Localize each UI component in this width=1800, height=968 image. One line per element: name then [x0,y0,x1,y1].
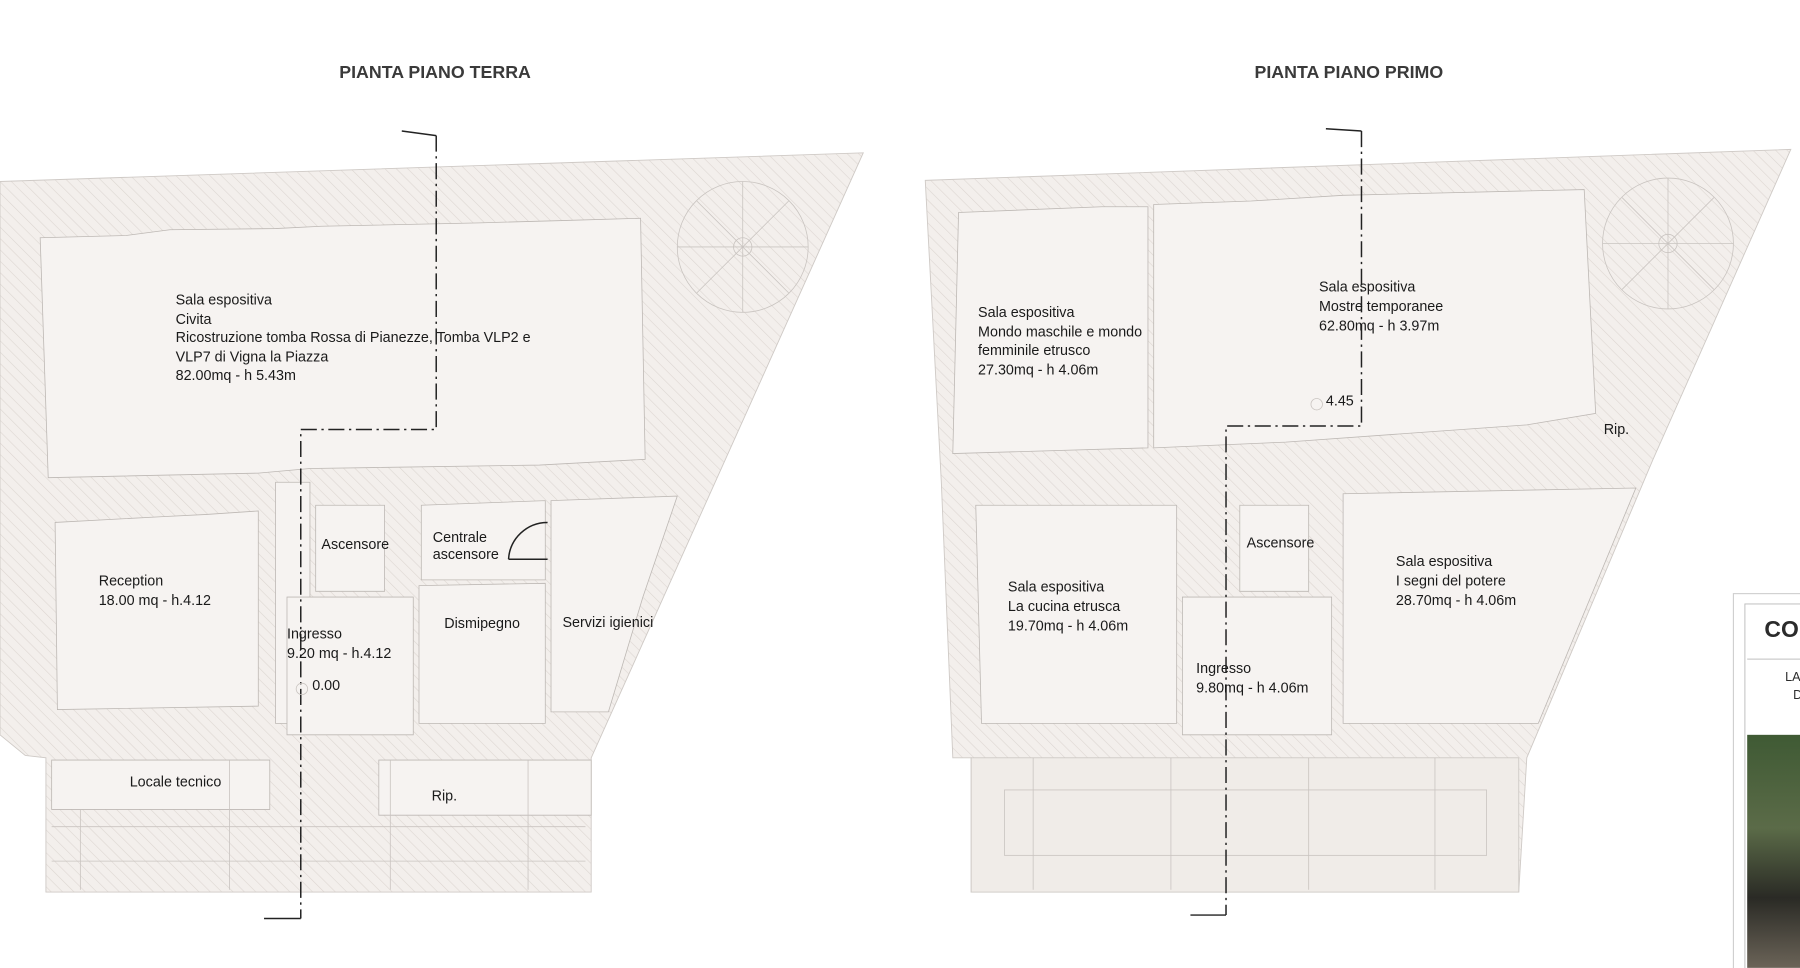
first-floor-terrace [970,757,1520,893]
room-sala-mostre [1153,189,1597,449]
label-level-0: 0.00 [312,678,340,694]
label-reception-area: 18.00 mq - h.4.12 [99,593,211,609]
label-sala-potere-3: 28.70mq - h 4.06m [1396,593,1516,609]
label-locale-tecnico: Locale tecnico [130,774,222,790]
label-sala-civita-1: Sala espositiva [176,292,272,308]
first-floor-title: PIANTA PIANO PRIMO [1255,62,1444,82]
room-rip [378,759,592,816]
first-floor-labels: Sala espositiva Mondo maschile e mondo f… [978,280,1629,697]
label-ascensore-1: Ascensore [1247,536,1315,552]
ground-floor-title: PIANTA PIANO TERRA [339,62,531,82]
room-locale-tecnico [51,759,271,810]
first-floor-plan [924,127,1792,916]
label-sala-mostre-2: Mostre temporanee [1319,299,1443,315]
label-sala-civita-4: VLP7 di Vigna la Piazza [176,350,329,366]
label-ascensore: Ascensore [321,537,389,553]
section-arrow-top-1 [1325,127,1362,132]
label-sala-mondo-3: femminile etrusco [978,343,1090,359]
label-sala-mondo-2: Mondo maschile e mondo [978,324,1142,340]
room-ingresso [286,596,414,736]
level-marker-icon [295,682,309,696]
label-centrale-1: Centrale [433,530,487,546]
room-sala-mondo [952,206,1149,454]
label-sala-civita-5: 82.00mq - h 5.43m [176,368,296,384]
spiral-stair-icon [676,181,809,313]
label-servizi: Servizi igienici [563,615,654,631]
stair-treads [51,760,586,890]
label-sala-mostre-1: Sala espositiva [1319,280,1415,296]
room-reception [54,510,259,710]
label-sala-civita-3: Ricostruzione tomba Rossa di Pianezze, T… [176,330,531,346]
label-ingresso-area-1: 9.80mq - h 4.06m [1196,680,1308,696]
title-block-heading: CO [1764,616,1798,642]
label-rip: Rip. [432,788,457,804]
room-centrale-ascensore [420,500,546,581]
label-sala-cucina-3: 19.70mq - h 4.06m [1008,618,1128,634]
label-sala-mondo-1: Sala espositiva [978,305,1074,321]
spiral-stair-icon-1 [1602,177,1734,310]
label-sala-mondo-4: 27.30mq - h 4.06m [978,362,1098,378]
label-disimpegno: Dismipegno [444,616,520,632]
label-reception: Reception [99,574,164,590]
room-sala-potere [1342,487,1637,724]
room-disimpegno [418,582,546,724]
room-sala-civita [39,217,646,479]
level-marker-icon-1 [1310,398,1323,411]
label-ingresso: Ingresso [287,626,342,642]
label-sala-cucina-2: La cucina etrusca [1008,599,1120,615]
title-block-line1: LA [1785,670,1800,684]
section-arrow-top [401,130,437,137]
room-sala-cucina [975,504,1178,724]
label-sala-potere-2: I segni del potere [1396,574,1506,590]
label-level-1: 4.45 [1326,393,1354,409]
ground-floor-labels: Sala espositiva Civita Ricostruzione tom… [99,292,654,804]
room-ascensore-1 [1239,504,1310,592]
door-swing-icon [507,521,548,560]
label-sala-potere-1: Sala espositiva [1396,554,1492,570]
aerial-photo [1747,734,1800,968]
label-sala-cucina-1: Sala espositiva [1008,579,1104,595]
label-sala-civita-2: Civita [176,312,212,328]
label-ingresso-1: Ingresso [1196,661,1251,677]
label-rip-1: Rip. [1604,422,1629,438]
room-ingresso-1 [1181,596,1333,736]
label-centrale-2: ascensore [433,547,499,563]
room-ascensore [315,504,385,592]
section-line-b [1225,131,1363,916]
title-block-line2: D [1793,688,1800,702]
room-servizi [550,495,678,713]
title-block: CO LA D [1732,593,1800,968]
section-line-a [300,135,437,919]
ground-floor-plan [0,130,864,920]
label-sala-mostre-3: 62.80mq - h 3.97m [1319,319,1439,335]
label-ingresso-area: 9.20 mq - h.4.12 [287,646,391,662]
stair-treads-1 [1004,757,1488,890]
